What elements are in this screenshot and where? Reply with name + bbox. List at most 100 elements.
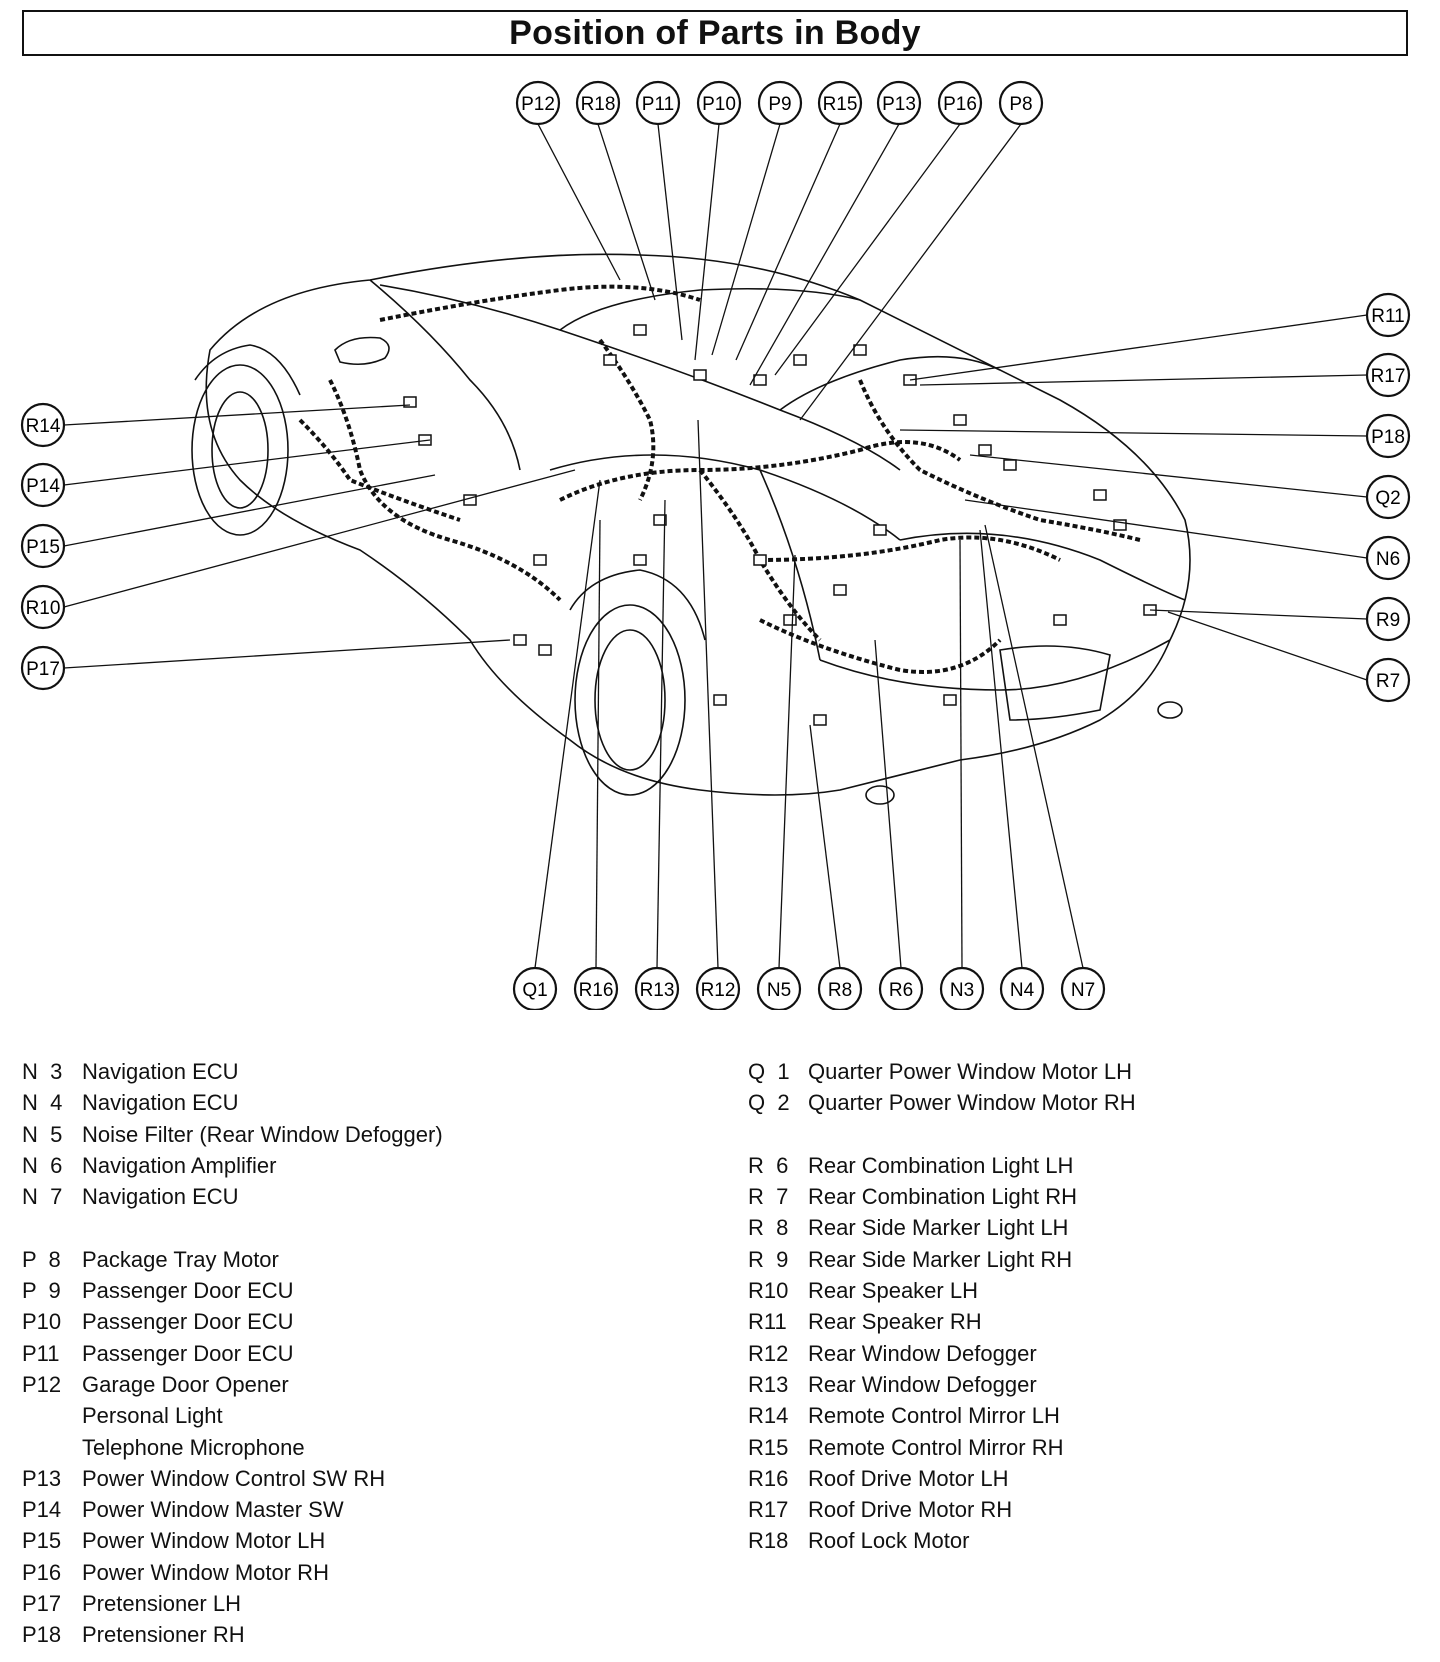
connector-marker <box>833 584 847 596</box>
callout-circle-r8 <box>817 966 863 1010</box>
legend-part-name: Garage Door Opener <box>82 1371 289 1397</box>
legend-spacer <box>22 1212 682 1243</box>
callout-circle-r17 <box>1365 352 1411 398</box>
legend-code: P 8 <box>22 1246 61 1272</box>
legend-code: Q 2 <box>748 1090 790 1116</box>
legend-row: Personal Light <box>22 1400 682 1431</box>
connector-marker <box>633 554 647 566</box>
callout-circle-r12 <box>695 966 741 1010</box>
leader-line-r15 <box>735 123 841 361</box>
callout-label-r7: R7 <box>1376 671 1400 692</box>
legend-code <box>22 1432 82 1463</box>
legend-row: R 8 Rear Side Marker Light LH <box>748 1212 1408 1243</box>
callout-label-n3: N3 <box>950 980 974 1001</box>
leader-line-r11 <box>909 314 1368 381</box>
legend-code: N 3 <box>22 1059 63 1084</box>
legend-code: P15 <box>22 1528 62 1554</box>
callout-circle-q2 <box>1365 474 1411 520</box>
legend-part-name: Package Tray Motor <box>82 1246 279 1272</box>
leader-line-p17 <box>63 639 511 669</box>
callout-label-p8: P8 <box>1009 94 1032 115</box>
legend-code: P13 <box>22 1465 62 1491</box>
legend-part-name: Passenger Door ECU <box>82 1340 294 1366</box>
legend-part-name: Quarter Power Window Motor RH <box>808 1090 1136 1116</box>
connector-marker <box>633 324 647 336</box>
connector-marker <box>793 354 807 366</box>
legend-part-name: Passenger Door ECU <box>82 1309 294 1335</box>
connector-marker <box>693 369 707 381</box>
legend-code: R12 <box>748 1340 789 1366</box>
callout-label-p15: P15 <box>26 537 60 558</box>
callout-label-p12: P12 <box>521 94 555 115</box>
legend-code: R 8 <box>748 1215 789 1241</box>
legend-part-name: Rear Combination Light RH <box>808 1184 1078 1210</box>
legend-part-name: Roof Drive Motor RH <box>808 1497 1013 1523</box>
legend-part-name: Rear Side Marker Light RH <box>808 1246 1073 1272</box>
callout-circle-r10 <box>20 584 66 630</box>
leader-line-p10 <box>694 123 720 361</box>
callout-label-p13: P13 <box>882 94 916 115</box>
callout-circle-p13 <box>876 80 922 126</box>
callout-circle-r14 <box>20 402 66 448</box>
leader-line-p11 <box>657 123 683 341</box>
connector-marker <box>783 614 797 626</box>
callout-label-r14: R14 <box>26 416 61 437</box>
callout-circle-p10 <box>696 80 742 126</box>
leader-line-r6 <box>874 639 902 969</box>
callout-circle-n4 <box>999 966 1045 1010</box>
legend-code <box>22 1400 82 1431</box>
legend-code: R18 <box>748 1528 789 1554</box>
leader-line-p16 <box>774 123 961 376</box>
connector-marker <box>853 344 867 356</box>
callout-label-n5: N5 <box>767 980 791 1001</box>
callout-label-p14: P14 <box>26 476 60 497</box>
legend-part-name: Rear Combination Light LH <box>808 1152 1074 1178</box>
callout-circle-r11 <box>1365 292 1411 338</box>
legend-part-name: Rear Side Marker Light LH <box>808 1215 1069 1241</box>
page-title: Position of Parts in Body <box>509 14 921 52</box>
callout-label-p11: P11 <box>642 94 674 115</box>
wiring-harness <box>298 284 1141 674</box>
legend-row: R18 Roof Lock Motor <box>748 1525 1408 1556</box>
connector-marker <box>1093 489 1107 501</box>
connector-marker <box>1113 519 1127 531</box>
legend-code: P10 <box>22 1309 62 1335</box>
callout-circle-n6 <box>1365 535 1411 581</box>
connector-marker <box>403 396 417 408</box>
legend-part-name: Noise Filter (Rear Window Defogger) <box>82 1121 443 1147</box>
legend-code: P18 <box>22 1622 62 1648</box>
legend-code: R17 <box>748 1497 789 1523</box>
legend-part-name: Pretensioner LH <box>82 1591 241 1617</box>
legend-part-name: Rear Speaker LH <box>808 1278 978 1304</box>
leader-line-r17 <box>919 374 1368 386</box>
connector-marker <box>753 374 767 386</box>
callout-label-r9: R9 <box>1376 610 1400 631</box>
legend-code: P16 <box>22 1559 62 1585</box>
legend-part-name: Roof Lock Motor <box>808 1528 970 1554</box>
callout-circle-n7 <box>1060 966 1106 1010</box>
legend-part-name: Navigation ECU <box>82 1090 239 1116</box>
legend-code: R14 <box>748 1403 789 1429</box>
leader-line-p9 <box>711 123 781 356</box>
callout-label-p17: P17 <box>26 659 60 680</box>
callout-label-r16: R16 <box>579 980 614 1001</box>
connector-marker <box>538 644 552 656</box>
callout-label-r17: R17 <box>1371 366 1406 387</box>
callout-circle-q1 <box>512 966 558 1010</box>
callout-label-p16: P16 <box>943 94 977 115</box>
